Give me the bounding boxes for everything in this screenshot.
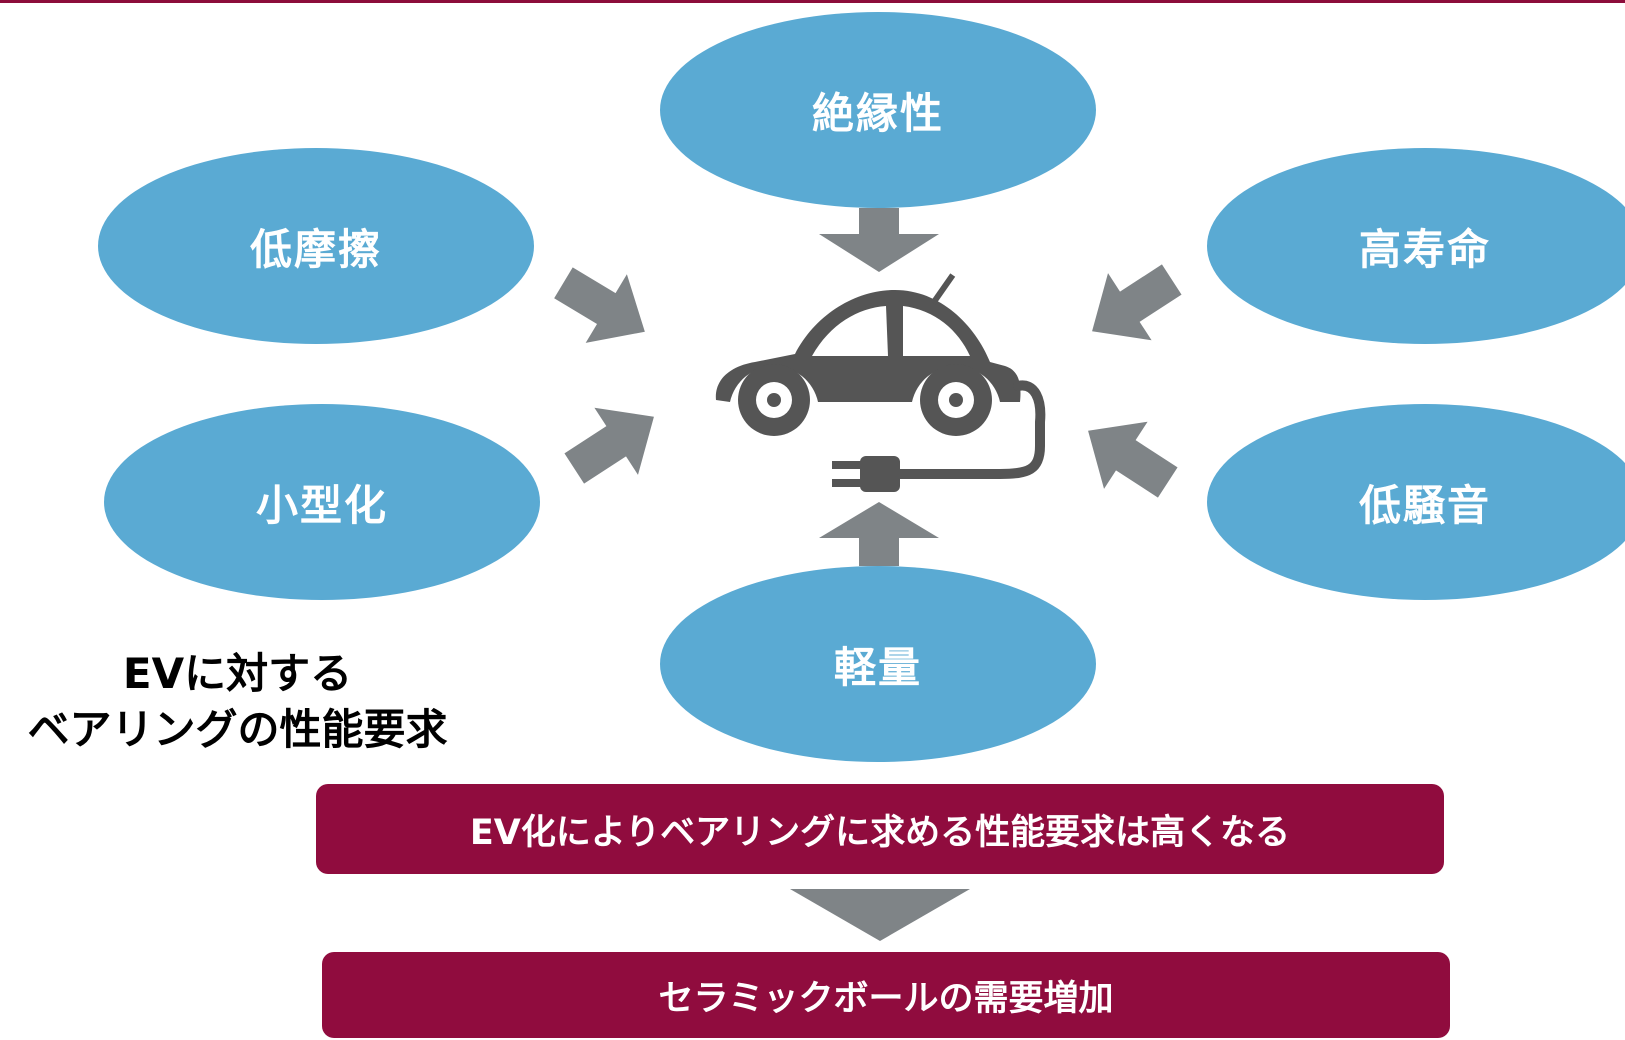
arrow-down-icon	[819, 208, 939, 272]
arrow-upper-left-icon	[554, 267, 645, 343]
arrow-down-icon-bottom	[790, 889, 970, 941]
banner-ceramic-ball-text: セラミックボールの需要増加	[658, 978, 1114, 1019]
bubble-insulation-label: 絶縁性	[811, 88, 944, 138]
bubble-low-friction-label: 低摩擦	[249, 224, 382, 274]
bubble-low-noise: 低騒音	[1207, 404, 1625, 600]
arrow-upper-right-icon	[1092, 264, 1182, 341]
top-rule	[0, 0, 1625, 3]
bubble-long-life: 高寿命	[1207, 148, 1625, 344]
arrow-lower-right-icon	[1088, 421, 1178, 498]
arrow-lower-left-icon	[564, 407, 654, 484]
bubble-insulation: 絶縁性	[660, 12, 1096, 208]
bubble-compact-label: 小型化	[255, 480, 388, 530]
banner-requirements-text: EV化によりベアリングに求める性能要求は高くなる	[469, 812, 1291, 853]
bubble-lightweight: 軽量	[660, 566, 1096, 762]
electric-car-icon	[715, 273, 1046, 492]
banner-requirements-increase: EV化によりベアリングに求める性能要求は高くなる	[316, 784, 1444, 874]
banner-ceramic-ball-demand: セラミックボールの需要増加	[322, 952, 1450, 1038]
bubble-compact: 小型化	[104, 404, 540, 600]
bubble-low-noise-label: 低騒音	[1358, 480, 1491, 530]
bubble-long-life-label: 高寿命	[1358, 224, 1491, 274]
arrow-up-icon	[819, 502, 939, 566]
caption-line-2: ベアリングの性能要求	[27, 705, 448, 754]
diagram-caption: EVに対する ベアリングの性能要求	[0, 646, 475, 758]
bubble-low-friction: 低摩擦	[98, 148, 534, 344]
bubble-lightweight-label: 軽量	[833, 642, 922, 692]
caption-line-1: EVに対する	[122, 649, 353, 698]
